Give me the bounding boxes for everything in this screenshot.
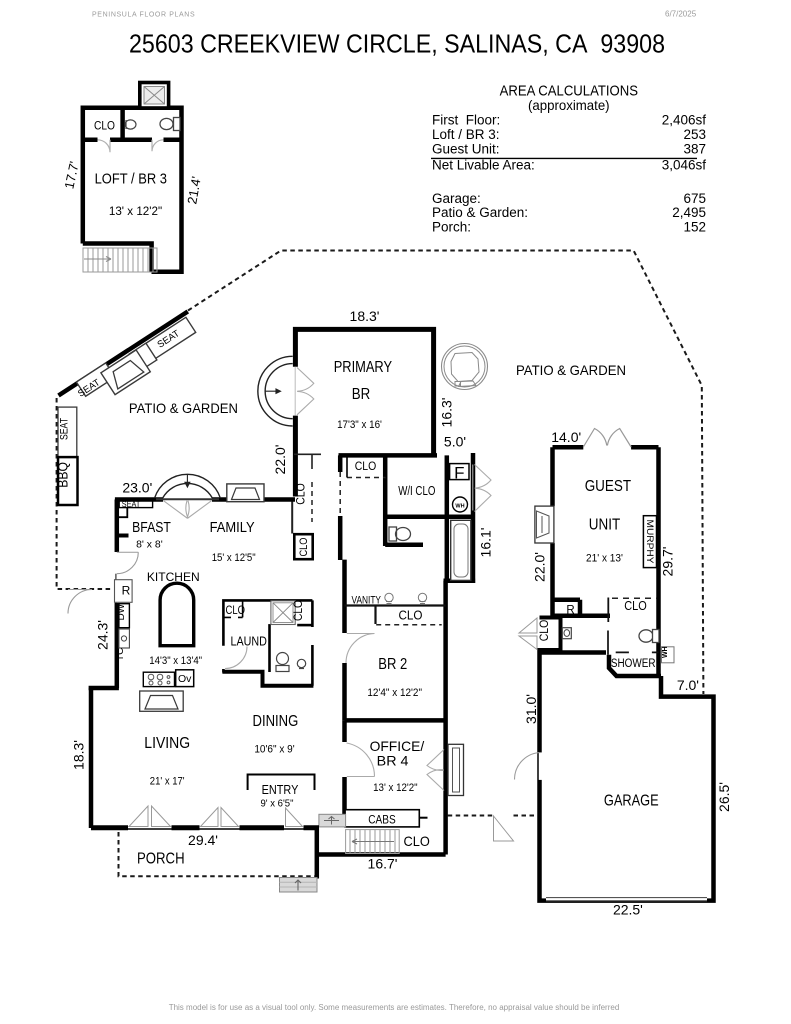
svg-text:This model is for use as a vis: This model is for use as a visual tool o… (169, 1003, 620, 1012)
svg-text:(approximate): (approximate) (528, 97, 610, 113)
svg-text:CLO: CLO (226, 605, 246, 617)
svg-text:16.7': 16.7' (368, 856, 398, 872)
svg-text:FAMILY: FAMILY (210, 519, 255, 536)
svg-text:8' x 8': 8' x 8' (136, 539, 163, 551)
svg-text:WH: WH (455, 503, 464, 509)
svg-text:CLO: CLO (404, 833, 430, 849)
svg-text:CLO: CLO (293, 600, 305, 621)
svg-text:UNIT: UNIT (589, 516, 621, 533)
svg-text:14.0': 14.0' (551, 429, 581, 445)
svg-text:31.0': 31.0' (523, 694, 539, 724)
svg-text:LAUND: LAUND (231, 634, 267, 649)
svg-text:PRIMARY: PRIMARY (334, 359, 393, 376)
svg-text:23.0': 23.0' (122, 480, 152, 496)
svg-text:BFAST: BFAST (132, 520, 171, 536)
svg-text:MURPHY: MURPHY (645, 520, 655, 564)
svg-text:OFFICE/: OFFICE/ (370, 738, 425, 754)
svg-text:26.5': 26.5' (716, 782, 732, 812)
svg-text:BBQ: BBQ (55, 462, 71, 488)
svg-text:675: 675 (683, 191, 706, 206)
svg-text:18.3': 18.3' (350, 308, 380, 324)
svg-text:First Floor:: First Floor: (432, 112, 500, 127)
svg-text:Loft / BR 3:: Loft / BR 3: (432, 127, 500, 142)
svg-text:KITCHEN: KITCHEN (147, 570, 200, 584)
svg-text:18.3': 18.3' (71, 740, 87, 770)
svg-text:22.0': 22.0' (531, 552, 547, 582)
svg-text:387: 387 (683, 142, 706, 157)
svg-text:17.7': 17.7' (61, 160, 81, 190)
svg-text:21' x 17': 21' x 17' (150, 776, 185, 788)
svg-text:GARAGE: GARAGE (604, 793, 659, 810)
svg-text:CLO: CLO (624, 599, 647, 613)
svg-text:16.1': 16.1' (478, 528, 494, 558)
svg-text:PATIO & GARDEN: PATIO & GARDEN (516, 362, 626, 378)
svg-text:7.0': 7.0' (677, 677, 699, 693)
svg-text:CLO: CLO (294, 483, 308, 505)
svg-text:CLO: CLO (537, 620, 551, 642)
svg-text:R: R (122, 584, 131, 598)
svg-text:BR: BR (352, 386, 371, 403)
svg-text:6/7/2025: 6/7/2025 (665, 10, 697, 19)
svg-text:Patio & Garden:: Patio & Garden: (432, 205, 528, 220)
svg-text:LIVING: LIVING (144, 735, 190, 752)
svg-text:SEAT: SEAT (122, 500, 141, 509)
svg-text:WH: WH (662, 646, 669, 658)
svg-text:Ov: Ov (178, 673, 192, 685)
svg-text:BR 2: BR 2 (378, 656, 407, 673)
svg-text:DINING: DINING (253, 713, 299, 730)
svg-text:VANITY: VANITY (352, 594, 382, 606)
svg-text:15' x 12'5": 15' x 12'5" (212, 552, 256, 564)
svg-text:DW: DW (116, 603, 127, 620)
svg-text:CLO: CLO (298, 537, 310, 556)
svg-text:12'4" x 12'2": 12'4" x 12'2" (367, 687, 422, 699)
svg-text:CLO: CLO (94, 119, 115, 133)
svg-text:10'6" x 9': 10'6" x 9' (254, 743, 294, 755)
svg-text:5.0': 5.0' (444, 434, 466, 450)
svg-text:SHOWER: SHOWER (611, 658, 656, 670)
svg-text:14'3" x 13'4": 14'3" x 13'4" (149, 655, 202, 667)
svg-text:29.4': 29.4' (188, 832, 218, 848)
svg-text:22.0': 22.0' (272, 445, 288, 475)
svg-text:Net Livable Area:: Net Livable Area: (432, 157, 535, 172)
svg-text:2,406sf: 2,406sf (662, 112, 707, 127)
svg-text:R: R (566, 605, 574, 617)
svg-text:13' x 12'2": 13' x 12'2" (373, 782, 418, 794)
svg-text:3,046sf: 3,046sf (662, 157, 707, 172)
svg-text:22.5': 22.5' (613, 902, 643, 918)
svg-text:25603 CREEKVIEW CIRCLE, SALINA: 25603 CREEKVIEW CIRCLE, SALINAS, CA 9390… (129, 29, 665, 59)
svg-text:BR 4: BR 4 (377, 753, 409, 768)
svg-text:29.7': 29.7' (660, 547, 676, 577)
svg-text:9' x 6'5": 9' x 6'5" (261, 799, 294, 810)
svg-text:PORCH: PORCH (137, 850, 185, 867)
svg-text:152: 152 (683, 220, 706, 235)
svg-text:ENTRY: ENTRY (262, 783, 299, 797)
svg-text:GUEST: GUEST (585, 478, 632, 495)
svg-text:16.3': 16.3' (439, 398, 455, 428)
svg-text:LOFT / BR 3: LOFT / BR 3 (95, 172, 167, 188)
svg-text:Guest Unit:: Guest Unit: (432, 142, 500, 157)
svg-text:253: 253 (683, 127, 706, 142)
svg-text:Garage:: Garage: (432, 191, 481, 206)
svg-text:13' x 12'2": 13' x 12'2" (109, 204, 162, 218)
svg-text:21' x 13': 21' x 13' (586, 553, 623, 565)
svg-text:17'3" x 16': 17'3" x 16' (337, 419, 382, 431)
svg-text:PATIO & GARDEN: PATIO & GARDEN (129, 400, 238, 416)
svg-text:24.3': 24.3' (95, 620, 111, 650)
svg-text:F: F (454, 463, 464, 482)
svg-text:W/I CLO: W/I CLO (398, 483, 435, 498)
svg-text:PENINSULA FLOOR PLANS: PENINSULA FLOOR PLANS (92, 12, 195, 19)
svg-text:SEAT: SEAT (59, 418, 71, 440)
svg-text:21.4': 21.4' (184, 175, 204, 205)
svg-text:CLO: CLO (399, 608, 423, 623)
svg-text:Porch:: Porch: (432, 220, 471, 235)
svg-text:AREA CALCULATIONS: AREA CALCULATIONS (500, 83, 638, 100)
svg-text:TC: TC (115, 648, 126, 661)
svg-text:2,495: 2,495 (672, 205, 706, 220)
svg-text:CLO: CLO (355, 459, 377, 473)
svg-text:CABS: CABS (368, 815, 396, 827)
